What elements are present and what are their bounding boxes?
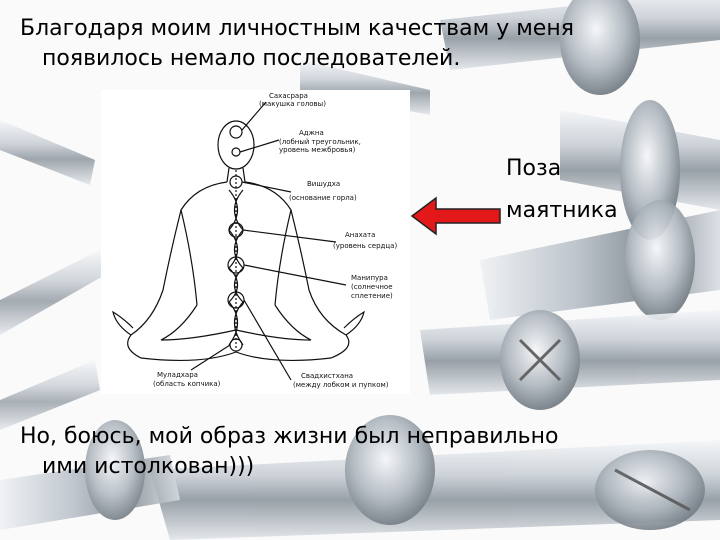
label-svadhisthana-sub: (между лобком и пупком) [293,381,389,389]
bottom-caption: Но, боюсь, мой образ жизни был неправиль… [20,422,710,483]
label-manipura-sub1: (солнечное [351,283,393,291]
chakra-sahasrara [229,125,243,139]
chakra-ajna [231,147,241,157]
screw-bottom-2 [0,420,180,530]
chakra-figure-panel: Сахасрара (макушка головы) Аджна (лобный… [101,90,410,394]
screw-bottom-1 [150,415,720,540]
screw-right-3 [420,310,720,410]
label-ajna: Аджна [299,129,324,137]
label-anahata-sub: (уровень сердца) [333,242,397,250]
title-line-2: появилось немало последователей. [42,46,461,72]
label-ajna-sub2: уровень межбровья) [279,146,356,154]
bottom-line-1: Но, боюсь, мой образ жизни был неправиль… [20,424,559,449]
label-muladhara-sub: (область копчика) [153,380,221,388]
label-manipura-sub2: сплетение) [351,292,393,300]
screw-bottom-right [595,450,705,530]
screw-top-right [440,0,720,95]
nail-left-3 [0,360,100,430]
figure-head [217,120,255,170]
nail-left-1 [0,120,95,185]
label-sahasrara: Сахасрара [269,92,308,100]
pose-label-line-2: маятника [506,197,618,223]
slide-title: Благодаря моим личностным качествам у ме… [20,14,710,75]
chakra-figure: Сахасрара (макушка головы) Аджна (лобный… [112,92,397,389]
label-ajna-sub1: (лобный треугольник, [279,138,361,146]
nail-left-2 [0,250,105,335]
label-svadhisthana: Свадхистхана [301,372,353,380]
label-manipura: Манипура [351,274,388,282]
bottom-line-2: ими истолкован))) [42,454,255,480]
pose-label: Поза маятника [506,148,646,232]
label-anahata: Анахата [345,231,375,239]
label-vishuddha-sub: (основание горла) [289,194,357,202]
label-muladhara: Муладхара [157,371,198,379]
label-vishuddha: Вишудха [307,180,340,188]
screw-right-2 [480,200,720,320]
red-arrow-icon [410,196,501,236]
title-line-1: Благодаря моим личностным качествам у ме… [20,16,574,41]
pose-label-line-1: Поза [506,156,562,181]
label-sahasrara-sub: (макушка головы) [259,100,326,108]
